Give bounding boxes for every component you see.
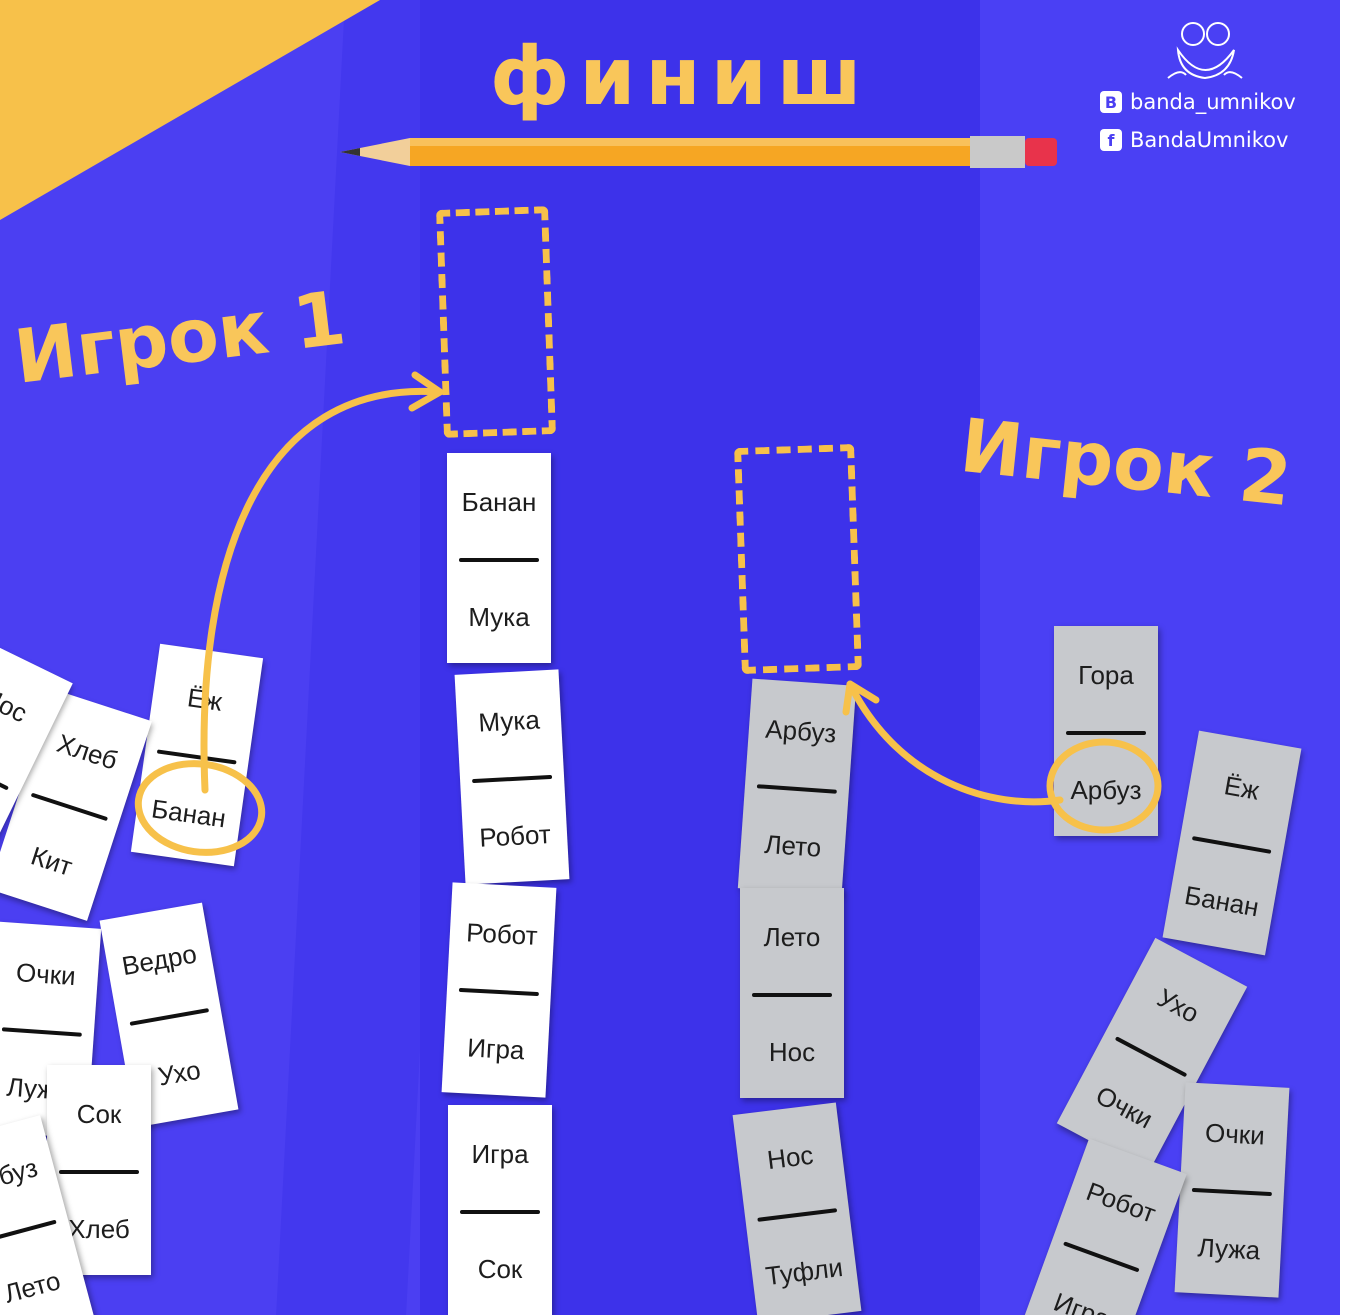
tile-top-word: Сок <box>76 1099 122 1129</box>
highlight-circle-player-2 <box>1046 738 1162 834</box>
tile-bottom-word: Нос <box>768 1037 816 1067</box>
tile-bottom-word: Сок <box>477 1254 523 1284</box>
pencil-icon <box>340 136 1057 168</box>
tile-top-word: Банан <box>461 487 537 517</box>
tile-top-word: Игра <box>471 1139 529 1169</box>
vk-link[interactable]: B banda_umnikov <box>1100 90 1296 114</box>
tile-divider <box>460 1210 540 1214</box>
tile-top-word: Гора <box>1078 660 1134 690</box>
tile-bottom-word: Арбуз <box>1070 775 1142 805</box>
tile-divider <box>59 1170 139 1174</box>
tile-divider <box>1066 731 1146 735</box>
finish-title: финиш <box>490 30 872 123</box>
facebook-link[interactable]: f BandaUmnikov <box>1100 128 1288 152</box>
tile-top-word: Лето <box>763 922 821 952</box>
tile-divider <box>459 558 539 562</box>
highlight-circle-player-1 <box>134 760 266 856</box>
facebook-icon: f <box>1100 129 1122 151</box>
frog-logo-icon <box>1167 22 1243 80</box>
arrow-player-2 <box>848 684 1064 806</box>
tile-divider <box>752 993 832 997</box>
arrow-player-1 <box>200 387 442 794</box>
vk-handle: banda_umnikov <box>1130 90 1296 114</box>
facebook-handle: BandaUmnikov <box>1130 128 1289 152</box>
vk-icon: B <box>1100 91 1122 113</box>
tile-bottom-word: Хлеб <box>68 1214 130 1244</box>
tile-bottom-word: Мука <box>468 602 530 632</box>
arrow-head-player-2 <box>842 680 880 716</box>
arrow-head-player-1 <box>408 371 444 412</box>
